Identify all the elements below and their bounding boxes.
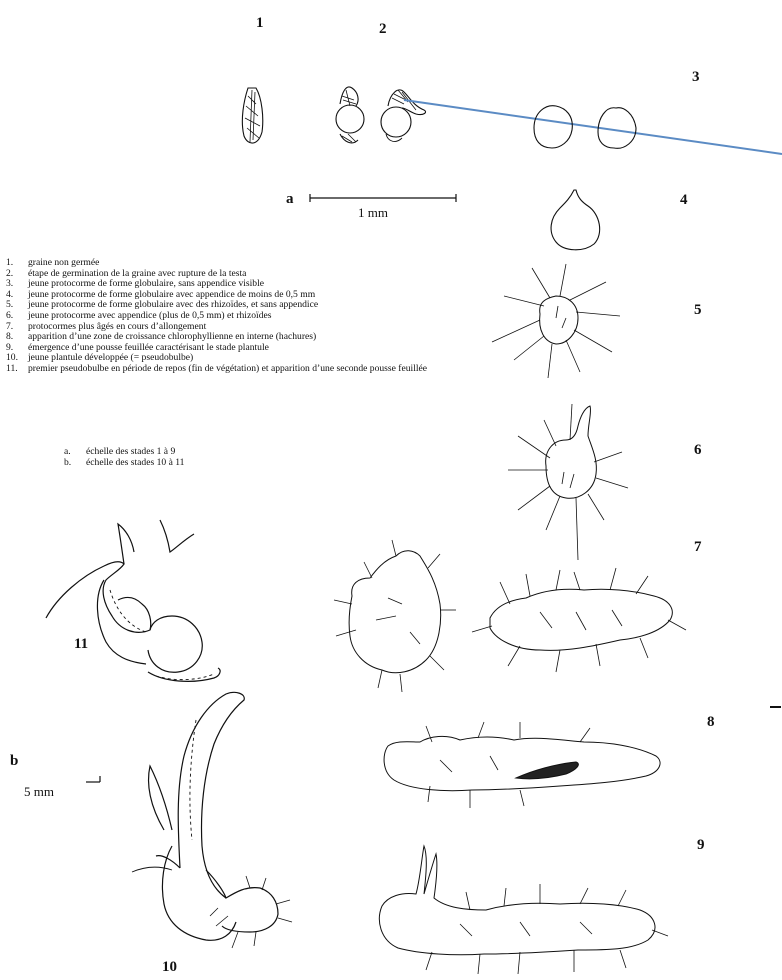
legend-num: 1. — [6, 258, 28, 269]
stage-6-protocorm-drawing — [508, 404, 628, 560]
legend-text: graine non germée — [28, 258, 436, 269]
scale-notes: a.échelle des stades 1 à 9 b.échelle des… — [64, 446, 184, 468]
scale-bar-b — [86, 776, 100, 782]
stage-7-protocorm-right-drawing — [472, 568, 686, 672]
stage-number-2: 2 — [379, 22, 387, 37]
stage-number-6: 6 — [694, 443, 702, 458]
scale-letter-b: b — [10, 754, 18, 769]
stage-7-protocorm-left-drawing — [334, 540, 456, 692]
stage-number-7: 7 — [694, 540, 702, 555]
legend-text: premier pseudobulbe en période de repos … — [28, 364, 436, 375]
scale-note-num: b. — [64, 457, 86, 468]
scale-b-label: 5 mm — [24, 785, 54, 798]
stage-number-1: 1 — [256, 16, 264, 31]
stage-9-plantlet-drawing — [379, 846, 668, 974]
scale-letter-a: a — [286, 192, 294, 207]
stage-number-10: 10 — [162, 960, 177, 975]
scale-note-num: a. — [64, 446, 86, 457]
stage-11-pseudobulb-drawing — [46, 520, 220, 681]
stage-8-protocorm-drawing — [384, 722, 660, 808]
stage-3-protocorm-drawing — [534, 106, 636, 149]
stage-2-germination-drawing — [336, 87, 426, 143]
scale-note-item: b.échelle des stades 10 à 11 — [64, 457, 184, 468]
legend-num: 11. — [6, 364, 28, 375]
pointer-line — [404, 100, 782, 154]
stage-number-8: 8 — [707, 715, 715, 730]
scale-note-text: échelle des stades 1 à 9 — [86, 446, 175, 457]
scale-bar-a — [310, 194, 456, 202]
stage-number-3: 3 — [692, 70, 700, 85]
legend-num: 6. — [6, 311, 28, 322]
scale-note-item: a.échelle des stades 1 à 9 — [64, 446, 184, 457]
legend-text: jeune protocorme avec appendice (plus de… — [28, 311, 436, 322]
stage-10-plantlet-drawing — [132, 692, 292, 948]
stage-number-5: 5 — [694, 303, 702, 318]
stage-5-protocorm-drawing — [492, 264, 620, 378]
legend-item: 6.jeune protocorme avec appendice (plus … — [6, 311, 436, 322]
scale-a-label: 1 mm — [358, 206, 388, 219]
legend-list: 1.graine non germée 2.étape de germinati… — [6, 258, 436, 375]
stage-number-9: 9 — [697, 838, 705, 853]
legend-item: 1.graine non germée — [6, 258, 436, 269]
stage-4-protocorm-drawing — [551, 190, 600, 250]
legend-item: 11.premier pseudobulbe en période de rep… — [6, 364, 436, 375]
stage-number-11: 11 — [74, 637, 88, 652]
scale-note-text: échelle des stades 10 à 11 — [86, 457, 184, 468]
stage-1-seed-drawing — [242, 88, 262, 143]
stage-number-4: 4 — [680, 193, 688, 208]
